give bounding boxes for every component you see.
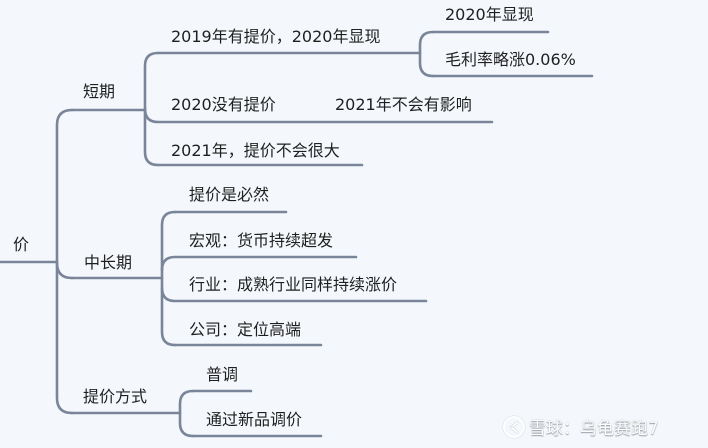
mid-node-industry[interactable]: 行业：成熟行业同样持续涨价 [189,275,398,294]
mid-node-company[interactable]: 公司：定位高端 [189,320,302,339]
mid-node-macro[interactable]: 宏观：货币持续超发 [189,231,334,250]
node-2020-appear[interactable]: 2020年显现 [445,5,534,24]
branch-short-term[interactable]: 短期 [83,82,116,101]
short-term-node-2021[interactable]: 2021年，提价不会很大 [171,141,340,160]
node-2021-no-impact[interactable]: 2021年不会有影响 [335,95,472,114]
short-subtrunk [143,51,160,167]
short-grandchild-trunk [418,30,435,78]
mid-child-2-line [160,255,358,272]
mid-node-inevitable[interactable]: 提价是必然 [189,185,270,204]
branch-price-method[interactable]: 提价方式 [83,387,148,406]
short-child-2-line [143,107,494,124]
short-term-node-2019[interactable]: 2019年有提价，2020年显现 [171,27,381,46]
method-subtrunk [178,389,195,438]
root-node-price[interactable]: 价 [13,235,30,254]
trunk-to-middle [55,260,74,280]
short-term-node-2020-no-raise[interactable]: 2020没有提价 [171,95,276,114]
node-gross-margin[interactable]: 毛利率略涨0.06% [445,50,576,69]
mid-child-3-line [160,286,428,303]
branch-mid-long-term[interactable]: 中长期 [84,253,133,272]
method-node-general[interactable]: 普调 [206,365,239,384]
watermark-text: 雪球：乌龟赛跑7 [529,419,659,439]
watermark: 雪球：乌龟赛跑7 [503,414,659,439]
main-trunk [55,108,74,415]
snowball-logo-icon [503,415,525,438]
mid-subtrunk [160,210,177,347]
method-node-new-products[interactable]: 通过新品调价 [206,410,303,429]
